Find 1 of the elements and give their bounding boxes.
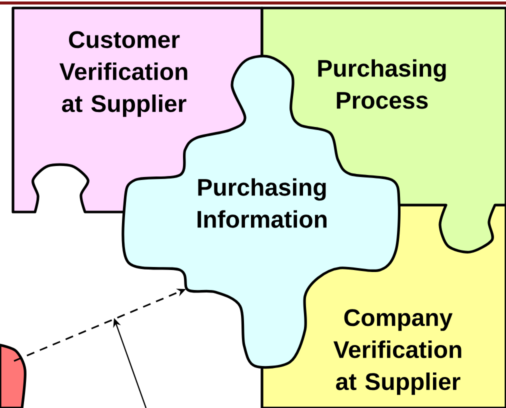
puzzle-piece bbox=[0, 344, 26, 408]
